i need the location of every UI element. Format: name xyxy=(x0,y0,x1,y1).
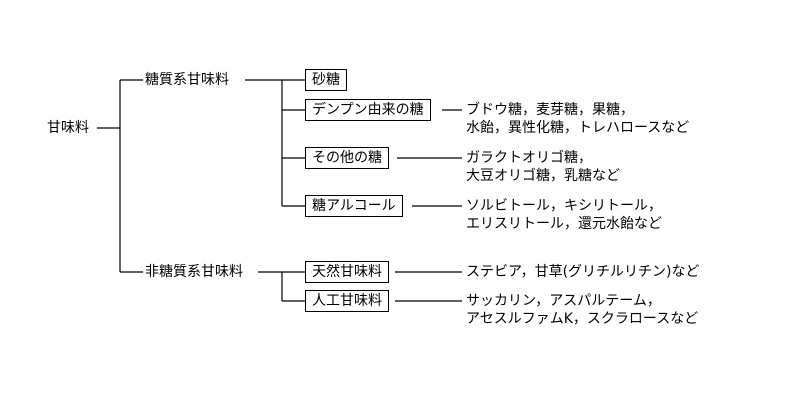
examples-starch-line1: ブドウ糖，麦芽糖，果糖， xyxy=(466,102,634,118)
root-label: 甘味料 xyxy=(47,120,89,136)
examples-natural-line1: ステビア，甘草(グリチルリチン)など xyxy=(466,264,700,280)
examples-starch-line2: 水飴，異性化糖，トレハロースなど xyxy=(466,120,690,136)
examples-artificial-line1: サッカリン，アスパルテーム， xyxy=(466,293,661,309)
examples-other-line2: 大豆オリゴ糖，乳糖など xyxy=(466,168,620,184)
examples-other-line1: ガラクトオリゴ糖， xyxy=(466,150,592,166)
examples-alcohol-line1: ソルビトール，キシリトール， xyxy=(466,198,662,214)
group-label-nonsugar: 非糖質系甘味料 xyxy=(145,264,243,280)
item-box-natural: 天然甘味料 xyxy=(305,261,389,283)
examples-alcohol-line2: エリスリトール，還元水飴など xyxy=(466,216,662,232)
item-box-artificial: 人工甘味料 xyxy=(305,290,389,312)
item-box-starch: デンプン由来の糖 xyxy=(305,99,431,121)
examples-artificial-line2: アセスルファムK，スクラロースなど xyxy=(466,311,699,327)
group-label-sugar: 糖質系甘味料 xyxy=(145,72,229,88)
item-box-sato: 砂糖 xyxy=(305,69,347,91)
item-box-other: その他の糖 xyxy=(305,147,389,169)
item-box-alcohol: 糖アルコール xyxy=(305,195,403,217)
